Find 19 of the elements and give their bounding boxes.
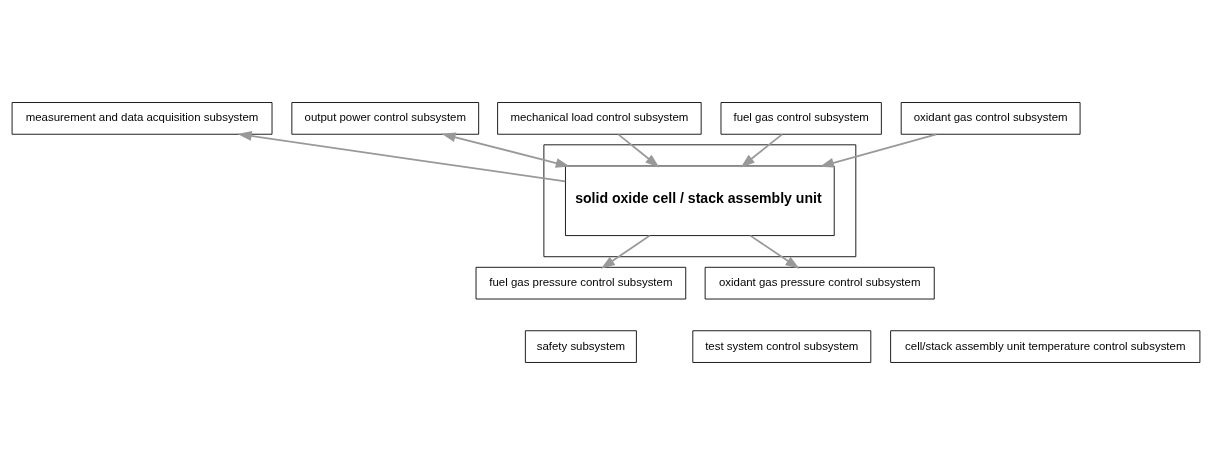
node-box: test system control subsystem [692,329,872,363]
node-box: oxidant gas control subsystem [900,101,1081,135]
node-box: cell/stack assembly unit temperature control subsystem [890,329,1201,363]
node-box: fuel gas pressure control subsystem [475,266,687,299]
node-box: mechanical load control subsystem [497,101,702,135]
arrow [617,133,660,167]
arrow [740,133,783,167]
node-box: fuel gas control subsystem [720,101,882,135]
node-box: oxidant gas pressure control subsystem [704,266,935,299]
arrow [749,234,800,269]
arrow [441,131,570,168]
node-box: measurement and data acquisition subsystem [11,101,273,135]
cluster [543,143,857,257]
node-box: safety subsystem [524,329,637,363]
arrow [237,130,567,182]
node-box: solid oxide cell / stack assembly unit [565,165,835,236]
node-box: output power control subsystem [291,101,480,135]
arrow [819,132,938,168]
arrow [600,234,651,269]
